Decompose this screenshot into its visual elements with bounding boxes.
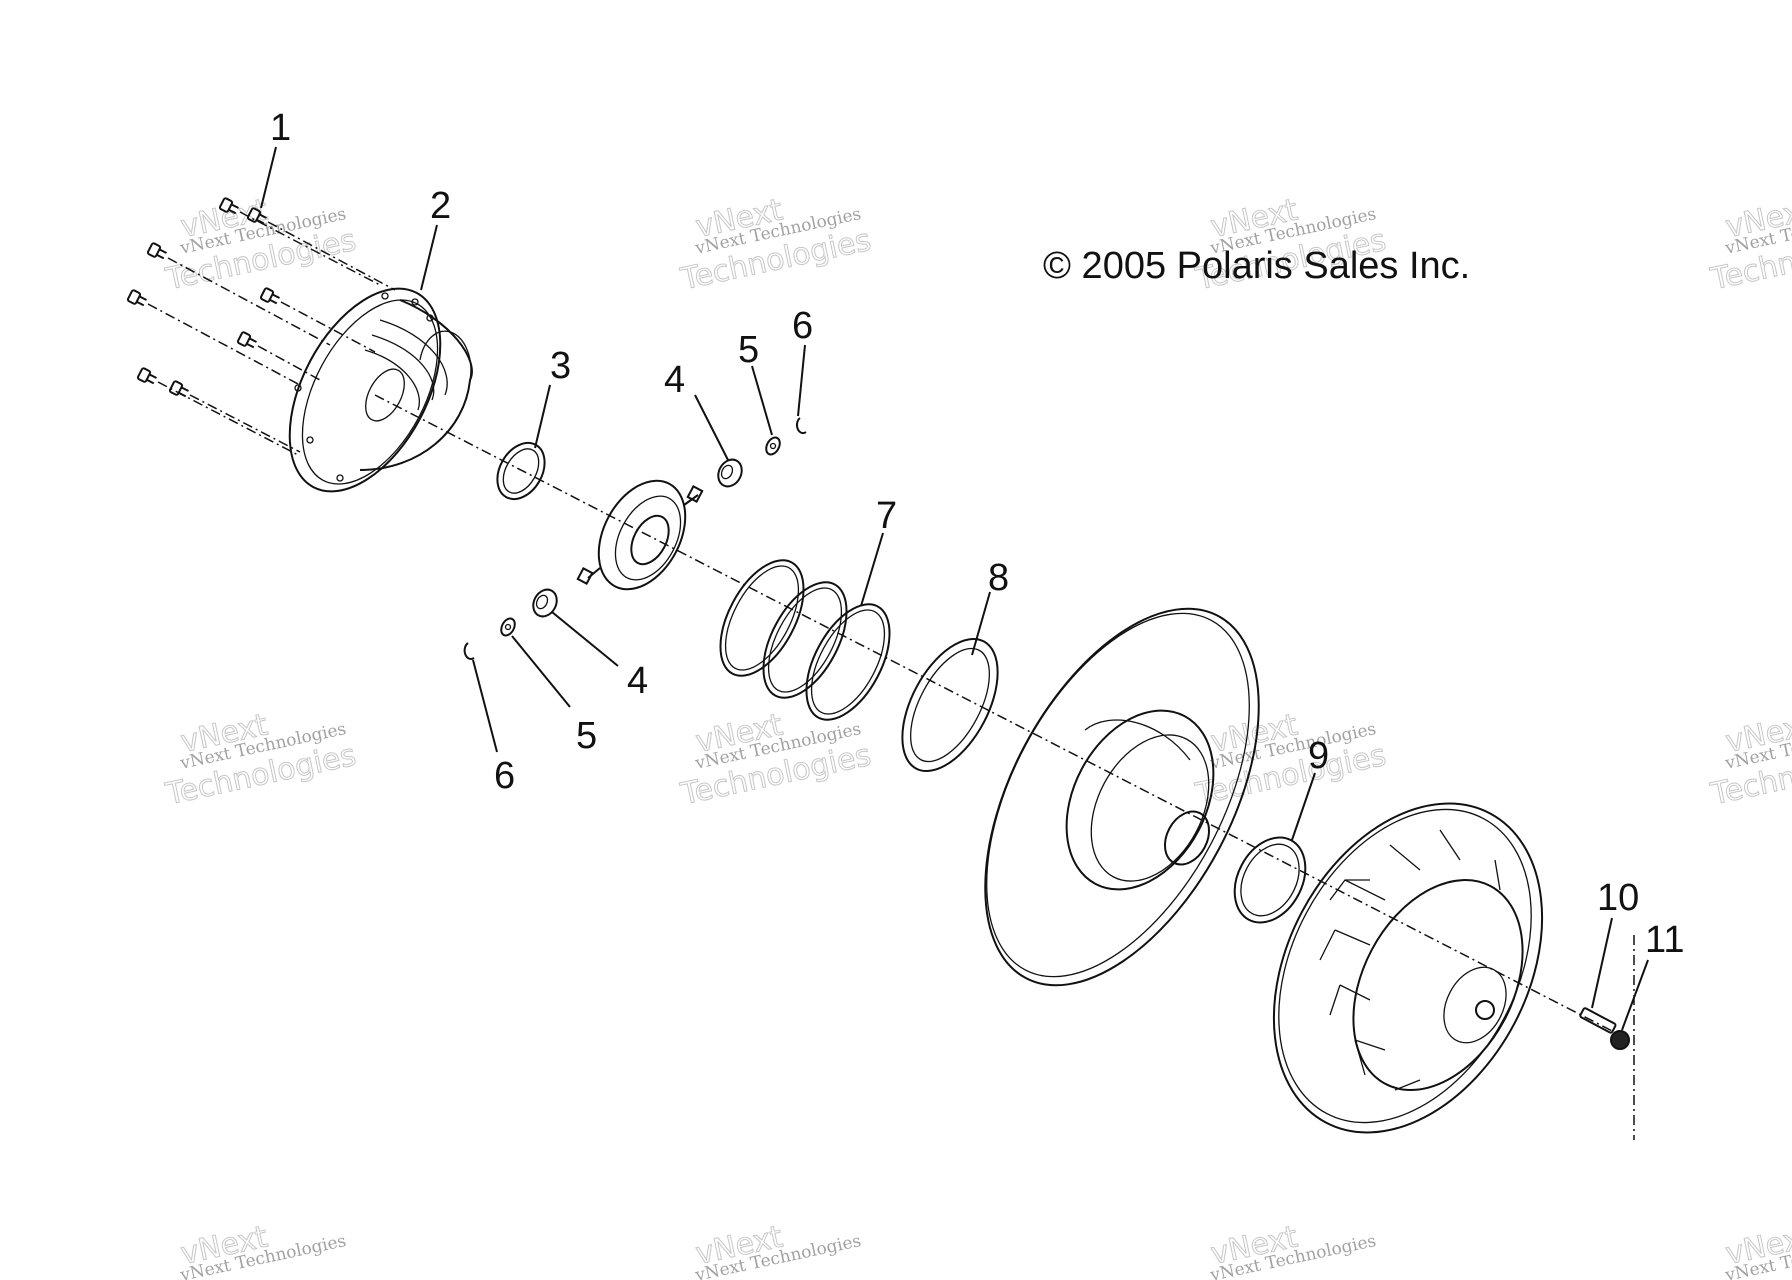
watermark: vNext vNext Technologies Technologies <box>1707 707 1792 813</box>
watermark-grid: vNext vNext Technologies Technologies vN… <box>162 192 1792 1280</box>
callout-2: 2 <box>430 185 451 227</box>
roller-part-4-lower <box>532 588 558 618</box>
spring-part-7 <box>719 559 891 721</box>
washer-part-5-lower <box>500 617 516 637</box>
nut-part-11 <box>1610 1030 1630 1050</box>
watermark: vNext vNext Technologies Technologies <box>162 192 360 298</box>
callout-4-lower: 4 <box>627 660 648 702</box>
watermark: vNext vNext Technologies <box>1207 1219 1378 1280</box>
center-axis <box>374 394 1635 1140</box>
copyright-notice: © 2005 Polaris Sales Inc. <box>1043 245 1470 287</box>
callout-10: 10 <box>1597 877 1639 919</box>
watermark: vNext vNext Technologies <box>692 1219 863 1280</box>
clip-part-6-lower <box>463 642 475 660</box>
callout-5-upper: 5 <box>738 329 759 371</box>
cover-housing-part-2 <box>288 287 473 493</box>
watermark: vNext vNext Technologies Technologies <box>677 192 875 298</box>
screw <box>218 197 239 215</box>
callout-8: 8 <box>988 557 1009 599</box>
callout-6-lower: 6 <box>494 755 515 797</box>
watermark: vNext vNext Technologies <box>1722 1219 1792 1280</box>
watermark: vNext vNext Technologies Technologies <box>1192 707 1390 813</box>
screw <box>126 289 147 307</box>
spider-hub <box>576 479 704 591</box>
callout-1: 1 <box>270 107 291 149</box>
callout-9: 9 <box>1308 735 1329 777</box>
screws-part-1 <box>126 197 396 457</box>
callout-3: 3 <box>550 345 571 387</box>
pin-part-10 <box>1579 1007 1617 1034</box>
callout-5-lower: 5 <box>576 715 597 757</box>
watermark: vNext vNext Technologies Technologies <box>1192 192 1390 298</box>
washer-part-5-upper <box>765 436 781 456</box>
screw <box>259 287 280 305</box>
callout-7: 7 <box>876 495 897 537</box>
movable-sheave <box>984 607 1260 987</box>
clip-part-6-upper <box>795 417 807 435</box>
leader-lines <box>260 146 1649 1031</box>
screw <box>146 242 167 260</box>
screw <box>246 207 267 225</box>
screw <box>168 380 189 398</box>
watermark: vNext vNext Technologies <box>177 1219 348 1280</box>
roller-part-4-upper <box>717 458 743 488</box>
washer-part-9 <box>1233 836 1307 924</box>
callout-6-upper: 6 <box>792 305 813 347</box>
screw <box>236 331 257 349</box>
watermark: vNext vNext Technologies Technologies <box>1707 192 1792 298</box>
ring-part-3 <box>496 441 546 501</box>
screw <box>136 367 157 385</box>
fixed-sheave <box>1272 802 1544 1134</box>
callout-11: 11 <box>1645 919 1684 961</box>
callout-4-upper: 4 <box>664 359 685 401</box>
callout-labels: 1 2 3 4 5 6 4 5 6 7 8 9 10 11 <box>270 107 1684 961</box>
watermark: vNext vNext Technologies Technologies <box>162 707 360 813</box>
washer-part-8 <box>901 637 999 773</box>
